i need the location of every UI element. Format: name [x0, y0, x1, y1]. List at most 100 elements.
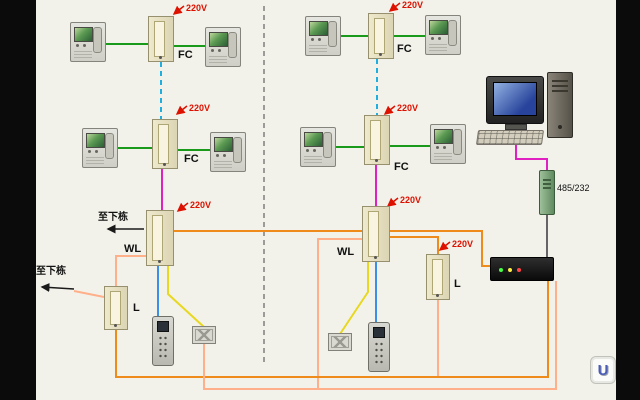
box-panel	[110, 291, 121, 325]
monitor-buttons	[88, 150, 91, 153]
pc-tower	[547, 72, 573, 138]
pc-monitor	[486, 76, 544, 124]
power-label-3: 220V	[190, 200, 212, 210]
monitor-handset	[323, 132, 332, 158]
monitor-screen	[74, 27, 93, 42]
next-building-arrow-2	[40, 282, 75, 292]
indoor-monitor-5	[305, 16, 341, 56]
fc-label-4: FC	[394, 161, 409, 173]
monitor-buttons	[216, 154, 219, 157]
box-terminal	[159, 56, 162, 59]
monitor-handset	[105, 133, 114, 159]
monitor-grille	[74, 51, 92, 58]
box-terminal	[158, 260, 161, 263]
box-terminal	[114, 324, 117, 327]
power-label-7: 220V	[452, 239, 474, 249]
indoor-monitor-8	[430, 124, 466, 164]
power-label-5: 220V	[397, 103, 419, 113]
wire-orange-trunk	[174, 230, 490, 267]
wire-bus-orange	[115, 281, 549, 378]
door-station-display	[157, 321, 169, 332]
indoor-monitor-7	[300, 127, 336, 167]
pc-screen	[493, 82, 537, 116]
power-arrow-6	[386, 197, 399, 207]
indoor-monitor-2	[205, 27, 241, 67]
485-232-converter	[539, 170, 555, 215]
wl-label-2: WL	[337, 246, 355, 258]
door-station-keypad	[373, 340, 385, 365]
monitor-handset	[448, 20, 457, 46]
door-station-display	[373, 327, 385, 338]
wire-yellow-left	[167, 266, 205, 328]
monitor-buttons	[436, 146, 439, 149]
l-label-1: L	[133, 302, 140, 314]
fc-label-3: FC	[397, 43, 412, 55]
wire-salmon-exit	[73, 290, 105, 298]
fc-unit-3	[368, 13, 394, 59]
monitor-screen	[429, 20, 448, 35]
converter-vents	[543, 177, 551, 189]
monitor-handset	[453, 129, 462, 155]
monitor-grille	[434, 153, 452, 160]
monitor-handset	[228, 32, 237, 58]
brand-logo-letter: U	[597, 361, 609, 379]
fc-label-1: FC	[178, 49, 193, 61]
left-black-edge	[0, 0, 36, 400]
fc-unit-2	[152, 119, 178, 169]
power-label-6: 220V	[400, 195, 422, 205]
monitor-screen	[209, 32, 228, 47]
monitor-grille	[86, 157, 104, 164]
l-unit-1	[104, 286, 128, 330]
monitor-handset	[233, 137, 242, 163]
wl-unit-2	[362, 206, 390, 262]
fc-unit-1	[148, 16, 174, 62]
box-panel	[432, 259, 443, 295]
junction-box-2	[328, 333, 352, 351]
box-panel	[154, 21, 165, 57]
pc-keyboard	[475, 130, 545, 145]
door-station-keypad	[157, 334, 169, 359]
power-label-4: 220V	[402, 0, 424, 10]
wire-orange-wl2-l2	[390, 236, 439, 254]
monitor-handset	[93, 27, 102, 53]
fc-label-2: FC	[184, 153, 199, 165]
box-panel	[158, 124, 169, 164]
junction-cover	[195, 329, 213, 341]
l-label-2: L	[454, 278, 461, 290]
box-terminal	[163, 163, 166, 166]
tower-power-button	[558, 125, 562, 129]
pc-monitor-stand	[505, 124, 527, 130]
power-arrow-4	[388, 2, 401, 12]
monitor-grille	[209, 56, 227, 63]
box-panel	[374, 18, 385, 54]
box-terminal	[379, 53, 382, 56]
converter-label: 485/232	[557, 183, 590, 193]
monitor-buttons	[311, 38, 314, 41]
monitor-screen	[214, 137, 233, 152]
power-arrow-5	[383, 105, 396, 115]
monitor-screen	[434, 129, 453, 144]
bus-hub	[490, 257, 554, 281]
power-label-2: 220V	[189, 103, 211, 113]
monitor-grille	[304, 156, 322, 163]
monitor-buttons	[431, 37, 434, 40]
monitor-grille	[309, 45, 327, 52]
indoor-monitor-4	[210, 132, 246, 172]
monitor-screen	[86, 133, 105, 148]
power-arrow-7	[438, 241, 451, 251]
wire-salmon-wl1-l1	[115, 255, 146, 286]
wire-yellow-right	[339, 262, 369, 335]
monitor-buttons	[76, 44, 79, 47]
box-panel	[152, 215, 163, 261]
box-panel	[368, 211, 379, 257]
wire-magenta-pc	[515, 145, 548, 170]
box-terminal	[436, 294, 439, 297]
wire-bus-salmon	[203, 281, 557, 390]
monitor-grille	[429, 44, 447, 51]
monitor-grille	[214, 161, 232, 168]
power-label-1: 220V	[186, 3, 208, 13]
fc-unit-4	[364, 115, 390, 165]
hub-leds	[499, 268, 503, 272]
junction-cover	[331, 336, 349, 348]
